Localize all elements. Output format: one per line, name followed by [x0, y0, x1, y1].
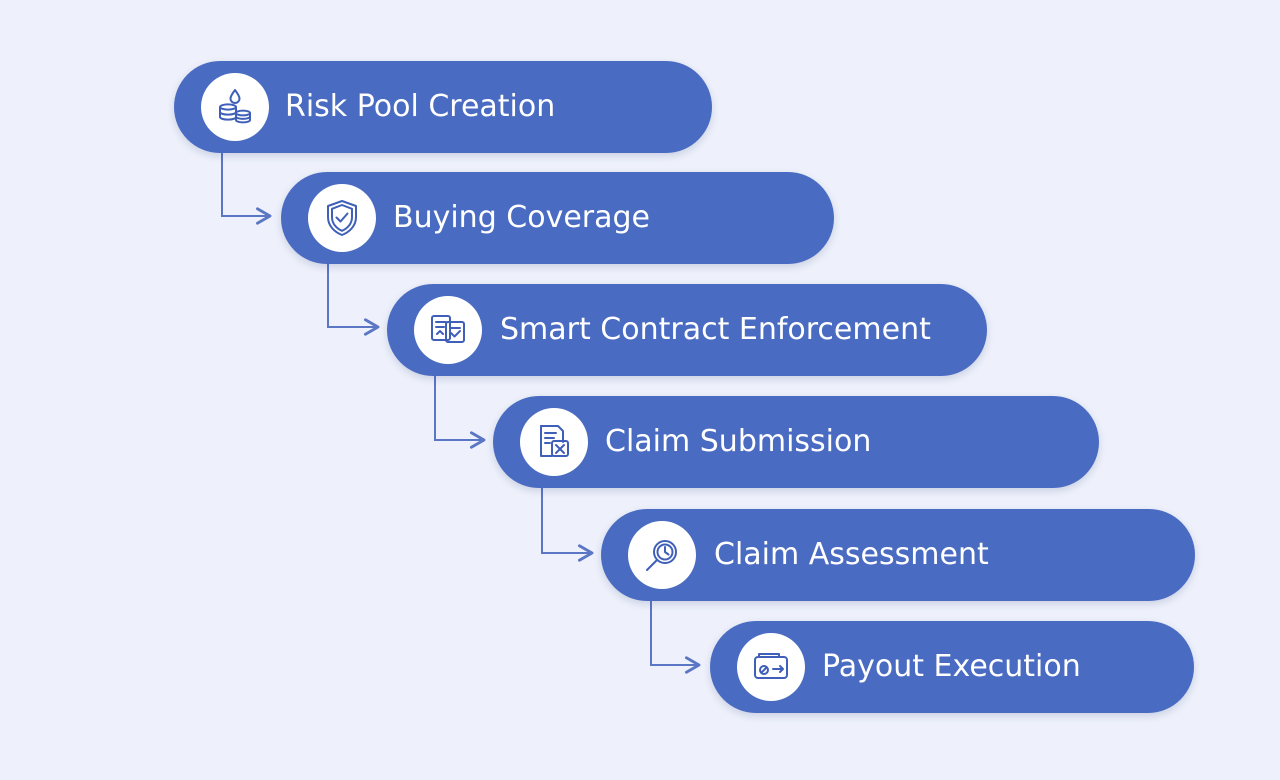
connector-arrow-5 — [650, 601, 701, 674]
step-label: Payout Execution — [822, 649, 1081, 684]
contract-documents-icon — [414, 296, 482, 364]
shield-check-icon — [308, 184, 376, 252]
step-label: Buying Coverage — [393, 200, 651, 235]
step-label: Smart Contract Enforcement — [500, 312, 931, 347]
step-smart-contract-enforcement[interactable]: Smart Contract Enforcement — [387, 284, 987, 376]
connector-arrow-4 — [541, 487, 594, 562]
step-risk-pool-creation[interactable]: Risk Pool Creation — [174, 61, 712, 153]
connector-arrow-1 — [221, 152, 272, 225]
payment-card-icon — [737, 633, 805, 701]
step-buying-coverage[interactable]: Buying Coverage — [281, 172, 834, 264]
step-label: Risk Pool Creation — [285, 89, 556, 124]
coins-droplet-icon — [201, 73, 269, 141]
step-payout-execution[interactable]: Payout Execution — [710, 621, 1194, 713]
step-claim-assessment[interactable]: Claim Assessment — [601, 509, 1195, 601]
step-label: Claim Assessment — [714, 537, 989, 572]
connector-arrow-2 — [327, 263, 380, 336]
connector-arrow-3 — [434, 375, 486, 449]
magnifier-icon — [628, 521, 696, 589]
step-claim-submission[interactable]: Claim Submission — [493, 396, 1099, 488]
step-label: Claim Submission — [605, 424, 872, 459]
claim-form-icon — [520, 408, 588, 476]
